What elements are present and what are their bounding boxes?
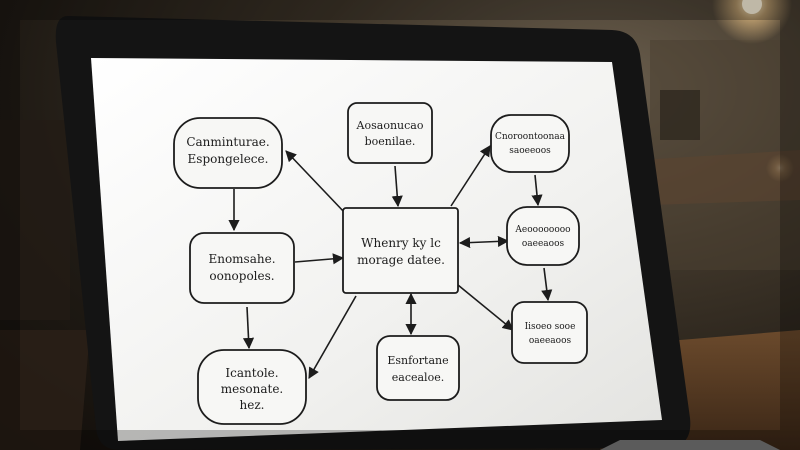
center-node-line-2: morage datee.: [357, 253, 445, 267]
node-mid-right-line-1: Aeoooooooo: [514, 225, 570, 235]
node-top-center: Aosaonucao boenilae.: [347, 102, 433, 164]
node-top-left-line-2: Espongelece.: [188, 152, 269, 166]
node-top-left-line-1: Canminturae.: [186, 135, 269, 149]
node-mid-left-line-2: oonopoles.: [209, 269, 274, 283]
flow-diagram: Whenry ky lc morage datee. Canminturae. …: [173, 102, 588, 425]
arrow-mid-right-to-bottom-right: [541, 267, 553, 302]
node-bottom-right-line-1: Iisoeo sooe: [525, 322, 576, 332]
node-mid-right: Aeoooooooo oaeeaoos: [506, 206, 580, 266]
node-bottom-center-line-1: Esnfortane: [387, 354, 448, 367]
arrow-mid-left-to-bottom-left: [242, 306, 255, 350]
node-bottom-center: Esnfortane eacealoe.: [376, 335, 460, 401]
arrow-top-right-to-mid-right: [531, 174, 543, 207]
node-top-center-line-1: Aosaonucao: [356, 119, 424, 132]
arrow-center-to-bottom-left: [308, 295, 357, 379]
node-bottom-left-line-2: mesonate.: [221, 382, 283, 396]
arrow-mid-left-to-center: [294, 253, 345, 265]
node-bottom-center-line-2: eacealoe.: [392, 371, 444, 384]
arrow-center-mid-right: [458, 235, 510, 249]
node-mid-left: Enomsahe. oonopoles.: [189, 232, 295, 304]
node-top-left: Canminturae. Espongelece.: [173, 117, 283, 189]
node-bottom-right: Iisoeo sooe oaeeaoos: [511, 301, 588, 364]
center-node: Whenry ky lc morage datee.: [342, 207, 459, 294]
node-bottom-left-line-1: Icantole.: [225, 366, 278, 380]
arrow-center-to-top-right: [450, 145, 491, 207]
arrow-center-to-bottom-right: [457, 284, 514, 331]
arrow-top-center-to-center: [391, 165, 403, 208]
arrow-center-to-top-left: [285, 150, 346, 214]
lamp-glow: [712, 0, 792, 44]
node-bottom-right-line-2: oaeeaoos: [529, 336, 572, 346]
node-top-right-line-1: Cnoroontoonaa: [495, 132, 566, 142]
node-bottom-left: Icantole. mesonate. hez.: [197, 349, 307, 425]
lamp-light: [742, 0, 762, 14]
node-mid-right-line-2: oaeeaoos: [522, 239, 565, 249]
center-node-line-1: Whenry ky lc: [361, 236, 441, 250]
node-top-center-line-2: boenilae.: [365, 135, 416, 148]
connector-arrows: [228, 145, 553, 379]
node-top-right: Cnoroontoonaa saoeeoos: [490, 114, 570, 173]
node-bottom-left-line-3: hez.: [240, 398, 265, 412]
node-top-right-line-2: saoeeoos: [509, 146, 551, 156]
node-mid-left-line-1: Enomsahe.: [208, 252, 275, 266]
